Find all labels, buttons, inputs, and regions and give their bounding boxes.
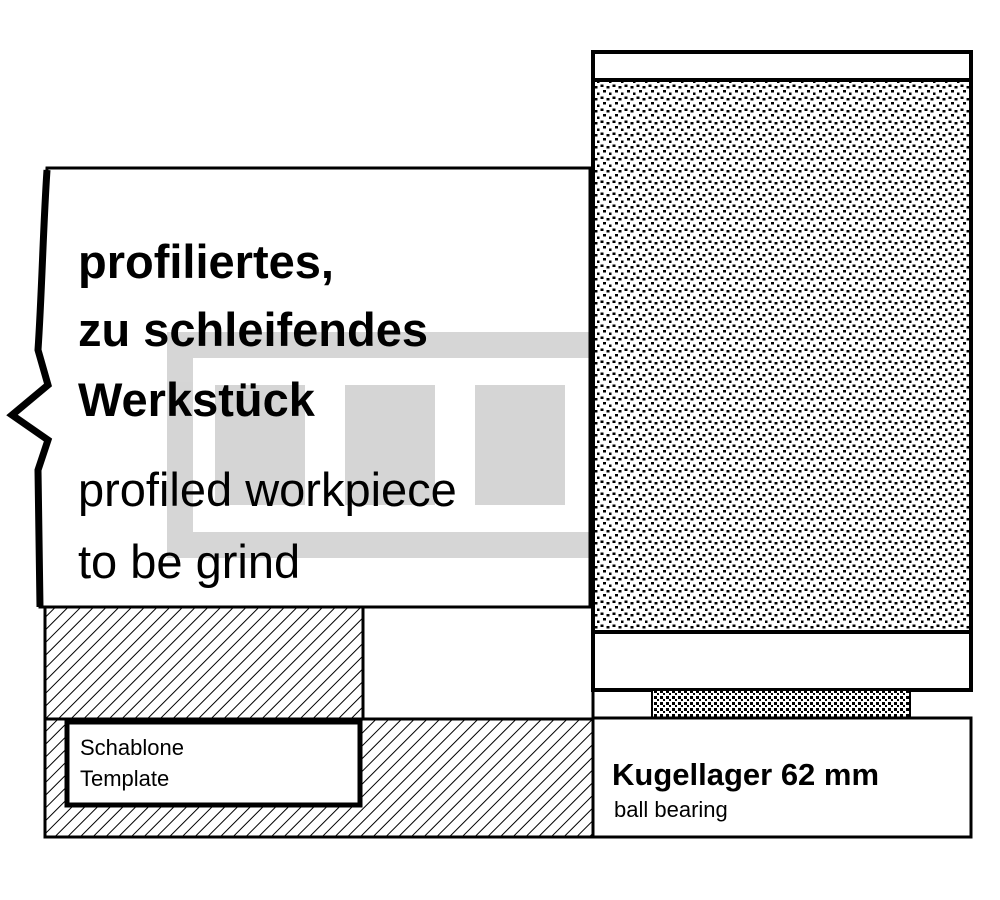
- workpiece-label-en-2: to be grind: [78, 535, 300, 588]
- workpiece-break-edge: [6, 169, 53, 608]
- workpiece-label-en-1: profiled workpiece: [78, 463, 457, 516]
- bearing-strip: [651, 689, 911, 719]
- template-label-en: Template: [80, 766, 169, 791]
- template-label-de: Schablone: [80, 735, 184, 760]
- workpiece-label-de-3: Werkstück: [78, 373, 316, 426]
- grinding-wheel: [591, 50, 973, 692]
- bearing-box: [591, 716, 973, 839]
- workpiece-label-de-2: zu schleifendes: [78, 303, 428, 356]
- workpiece-label-de-1: profiliertes,: [78, 235, 334, 288]
- template-box: [64, 719, 363, 808]
- bearing-label-en: ball bearing: [614, 797, 728, 822]
- bearing-label-de: Kugellager 62 mm: [612, 757, 879, 792]
